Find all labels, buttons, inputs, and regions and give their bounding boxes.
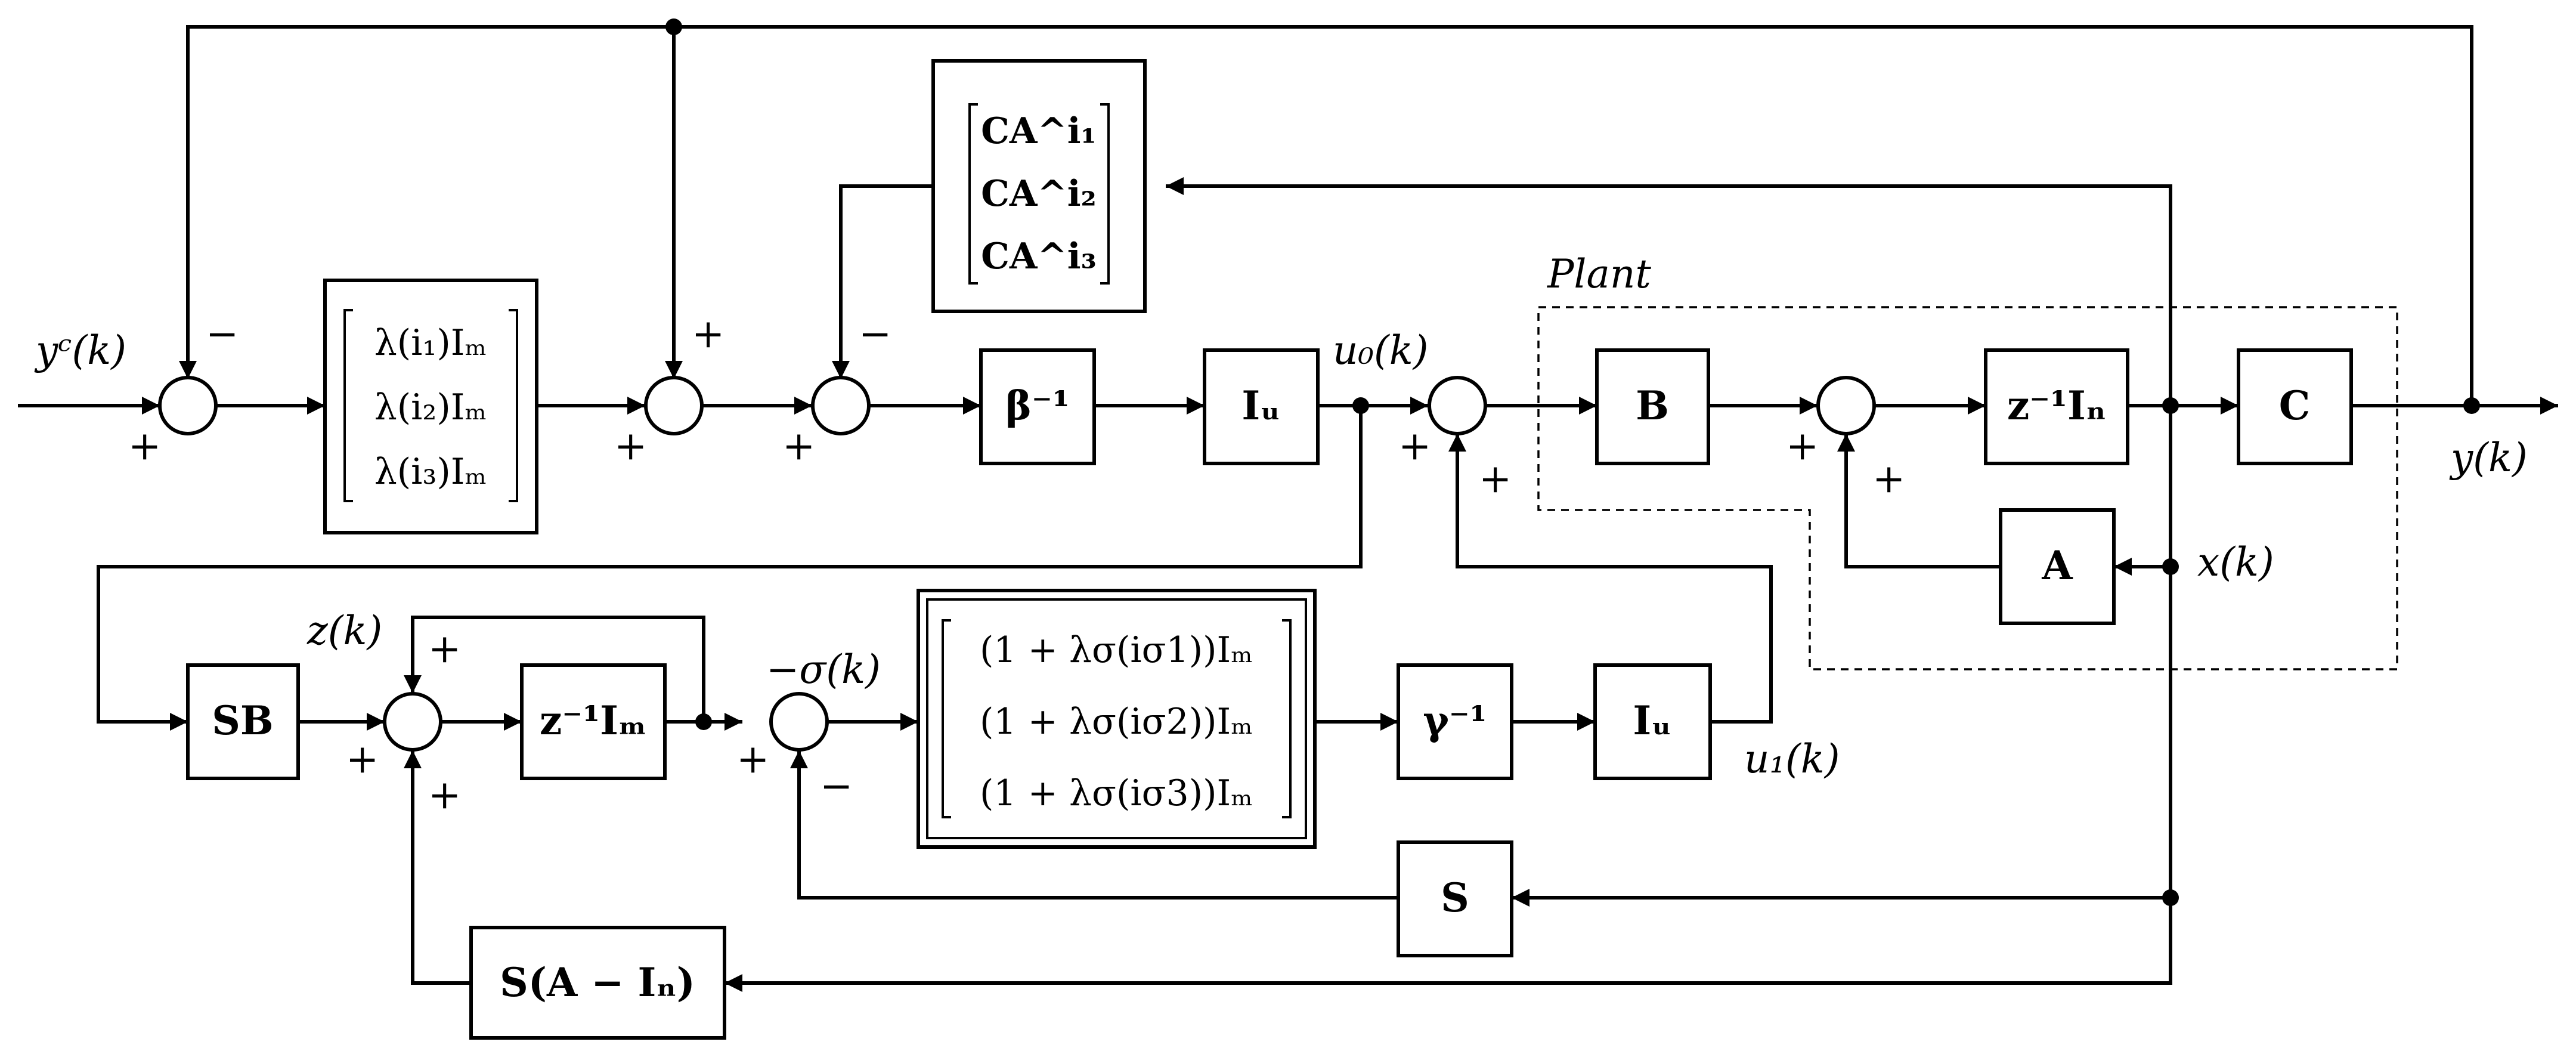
delay-n-block: z⁻¹Iₙ: [1984, 348, 2129, 465]
ca-row-3: CA^i₃: [981, 236, 1097, 277]
lambda-sigma-row-1: (1 + λσ(iσ1))Iₘ: [980, 629, 1253, 671]
svg-text:Iᵤ: Iᵤ: [1633, 697, 1671, 744]
plant-label: Plant: [1547, 251, 1651, 297]
svg-text:+: +: [346, 736, 379, 782]
sum-junction-6: [383, 692, 442, 752]
sigma-label: −σ(k): [766, 647, 881, 693]
svg-text:A: A: [2041, 542, 2073, 589]
beta-inverse-block: β⁻¹: [979, 348, 1096, 465]
sb-block: SB: [186, 663, 300, 780]
sum-junction-2: [644, 376, 704, 435]
svg-text:B: B: [1636, 382, 1669, 429]
sum-junction-5: [1816, 376, 1876, 435]
lambda-row-3: λ(i₃)Iₘ: [374, 451, 487, 493]
svg-text:+: +: [1786, 423, 1819, 469]
s-a-minus-in-block: S(A − Iₙ): [469, 926, 726, 1040]
signal-labels: yᶜ(k) y(k) u₀(k) u₁(k) x(k) z(k) −σ(k): [34, 327, 2528, 782]
svg-text:+: +: [736, 736, 769, 782]
lambda-matrix-block: λ(i₁)Iₘ λ(i₂)Iₘ λ(i₃)Iₘ: [323, 279, 538, 534]
svg-text:+: +: [1398, 423, 1431, 469]
branch-points: [665, 18, 2480, 906]
gamma-inverse-block: γ⁻¹: [1397, 663, 1513, 780]
lambda-sigma-row-3: (1 + λσ(iσ3))Iₘ: [980, 772, 1253, 814]
svg-text:+: +: [428, 626, 461, 672]
u0-label: u₀(k): [1333, 327, 1428, 373]
junction-signs: − + + + − + + + + + + + + + −: [128, 311, 1905, 818]
svg-text:SB: SB: [212, 697, 273, 744]
lambda-row-1: λ(i₁)Iₘ: [374, 322, 487, 364]
delay-m-block: z⁻¹Iₘ: [520, 663, 667, 780]
sum-junction-1: [158, 376, 218, 435]
svg-text:z⁻¹Iₙ: z⁻¹Iₙ: [2007, 382, 2106, 429]
svg-text:−: −: [206, 311, 239, 357]
svg-text:+: +: [1479, 456, 1512, 502]
x-label: x(k): [2197, 539, 2274, 585]
svg-text:+: +: [1872, 456, 1905, 502]
ca-row-2: CA^i₂: [981, 173, 1097, 215]
lambda-sigma-matrix-block: (1 + λσ(iσ1))Iₘ (1 + λσ(iσ2))Iₘ (1 + λσ(…: [917, 589, 1317, 849]
svg-text:S: S: [1441, 874, 1469, 921]
svg-text:C: C: [2279, 382, 2311, 429]
u1-label: u₁(k): [1744, 736, 1840, 782]
ca-row-1: CA^i₁: [981, 110, 1097, 152]
z-label: z(k): [306, 608, 382, 654]
a-block: A: [1999, 508, 2116, 625]
summing-junctions: [158, 376, 1876, 752]
svg-text:β⁻¹: β⁻¹: [1005, 382, 1070, 429]
iu-bottom-block: Iᵤ: [1593, 663, 1712, 780]
lambda-row-2: λ(i₂)Iₘ: [374, 387, 487, 428]
svg-text:+: +: [128, 423, 161, 469]
arrowheads: [142, 177, 2558, 992]
svg-text:z⁻¹Iₘ: z⁻¹Iₘ: [540, 697, 647, 744]
sum-junction-7: [769, 692, 829, 752]
svg-text:−: −: [859, 311, 891, 357]
svg-text:+: +: [692, 311, 724, 357]
yc-label: yᶜ(k): [34, 327, 126, 373]
svg-text:+: +: [782, 423, 815, 469]
b-block: B: [1595, 348, 1710, 465]
svg-text:S(A − Iₙ): S(A − Iₙ): [500, 959, 695, 1006]
sum-junction-4: [1428, 376, 1487, 435]
plant-boundary: [1537, 306, 2398, 670]
svg-text:−: −: [820, 763, 853, 809]
c-block: C: [2237, 348, 2353, 465]
y-label: y(k): [2449, 435, 2528, 481]
svg-text:Iᵤ: Iᵤ: [1241, 382, 1280, 429]
svg-text:+: +: [428, 772, 461, 818]
svg-text:γ⁻¹: γ⁻¹: [1423, 697, 1487, 744]
sum-junction-3: [811, 376, 871, 435]
ca-matrix-block: CA^i₁ CA^i₂ CA^i₃: [931, 59, 1147, 313]
iu-top-block: Iᵤ: [1203, 348, 1320, 465]
svg-text:+: +: [614, 423, 647, 469]
s-block: S: [1397, 840, 1513, 957]
lambda-sigma-row-2: (1 + λσ(iσ2))Iₘ: [980, 701, 1253, 743]
